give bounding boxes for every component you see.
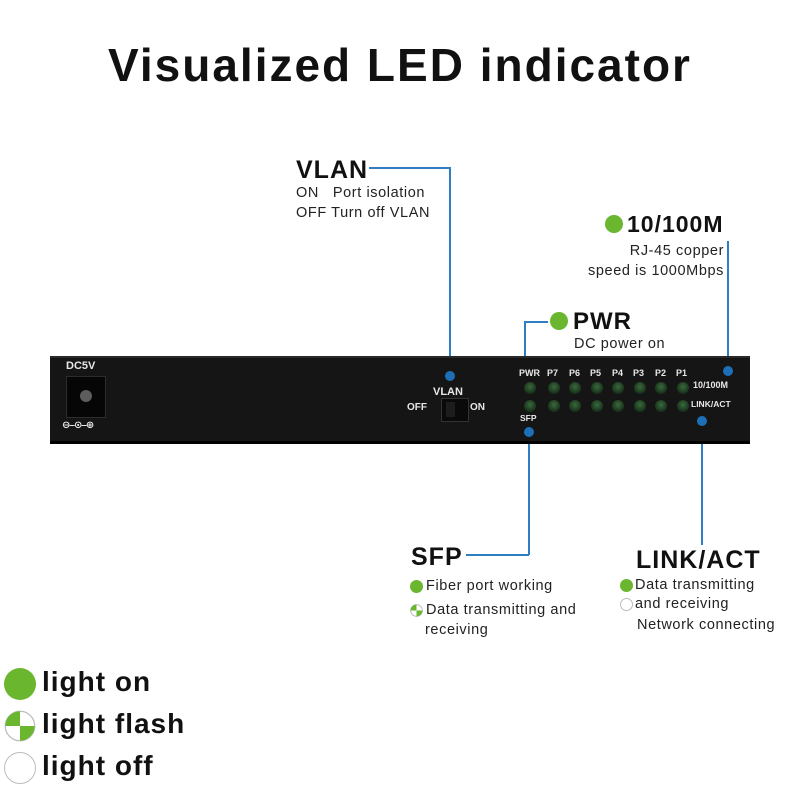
p7-speed-led [548, 382, 560, 394]
link-item-2: and receiving [620, 594, 729, 614]
link-item-3: Network connecting [637, 617, 776, 633]
legend-light-on: light on [4, 666, 151, 700]
p2-link-led [655, 400, 667, 412]
port-label-p4: P4 [612, 368, 624, 378]
vlan-toggle-switch[interactable] [441, 398, 469, 422]
pwr-led [524, 382, 536, 394]
link-item-1: Data transmitting [620, 575, 755, 595]
link-pointer-dot [697, 416, 707, 426]
sfp-item-2: Data transmitting and [410, 600, 576, 620]
sfp-item-1: Fiber port working [410, 576, 553, 596]
page-title: Visualized LED indicator [108, 39, 692, 91]
link-heading: LINK/ACT [636, 546, 761, 574]
sfp-led-label: SFP [520, 413, 537, 423]
vlan-line-1: ON Port isolation [296, 185, 426, 201]
legend-light-flash: light flash [4, 708, 185, 742]
green-dot-icon [410, 579, 423, 593]
vlan-pointer-dot [445, 371, 455, 381]
light-on-icon [4, 667, 36, 700]
speed-pointer-dot [723, 366, 733, 376]
vlan-connector [369, 167, 450, 169]
port-label-p2: P2 [655, 368, 667, 378]
vlan-heading: VLAN [296, 156, 369, 184]
light-flash-icon [4, 710, 36, 741]
pwr-connector-vertical [524, 321, 526, 361]
p6-speed-led [569, 382, 581, 394]
port-label-p3: P3 [633, 368, 645, 378]
pwr-line-1: DC power on [574, 336, 666, 352]
speed-led-label: 10/100M [693, 380, 729, 390]
off-dot-icon [620, 597, 633, 611]
flash-dot-icon [410, 603, 423, 617]
p1-link-led [677, 400, 689, 412]
sfp-pointer-dot [524, 427, 534, 437]
p5-speed-led [591, 382, 603, 394]
port-label-p7: P7 [547, 368, 559, 378]
light-off-icon [4, 751, 36, 784]
p3-speed-led [634, 382, 646, 394]
port-label-p6: P6 [569, 368, 581, 378]
vlan-on-label: ON [470, 402, 485, 413]
sfp-connector-vertical [528, 433, 530, 555]
pwr-heading: PWR [573, 308, 632, 335]
polarity-symbol: ⊖–⊙–⊕ [62, 420, 94, 431]
vlan-switch-label: VLAN [433, 386, 463, 398]
sfp-connector [466, 554, 529, 556]
pwr-connector [524, 321, 548, 323]
p4-speed-led [612, 382, 624, 394]
p7-link-led [548, 400, 560, 412]
pwr-led-label: PWR [519, 368, 540, 378]
vlan-off-label: OFF [407, 402, 427, 413]
legend-light-off: light off [4, 750, 154, 784]
green-dot-icon [620, 578, 633, 592]
p6-link-led [569, 400, 581, 412]
p4-link-led [612, 400, 624, 412]
sfp-item-2-cont: receiving [425, 622, 489, 638]
vlan-line-2: OFF Turn off VLAN [296, 205, 431, 221]
sfp-led [524, 400, 536, 412]
p5-link-led [591, 400, 603, 412]
speed-green-dot-icon [605, 215, 623, 233]
switch-front-panel: DC5V ⊖–⊙–⊕ VLAN OFF ON PWR P7 P6 P5 P4 P… [50, 356, 750, 444]
p2-speed-led [655, 382, 667, 394]
p3-link-led [634, 400, 646, 412]
port-label-p1: P1 [676, 368, 688, 378]
power-label: DC5V [66, 360, 96, 372]
speed-heading: 10/100M [627, 211, 724, 237]
link-led-label: LINK/ACT [691, 399, 731, 409]
sfp-heading: SFP [411, 543, 463, 571]
link-connector [701, 423, 703, 545]
vlan-connector-vertical [449, 167, 451, 375]
speed-line-1: RJ-45 copper [629, 243, 724, 259]
dc-power-jack [66, 376, 106, 418]
pwr-green-dot-icon [550, 312, 568, 330]
speed-line-2: speed is 1000Mbps [588, 263, 724, 279]
p1-speed-led [677, 382, 689, 394]
port-label-p5: P5 [590, 368, 602, 378]
speed-connector [727, 241, 729, 369]
